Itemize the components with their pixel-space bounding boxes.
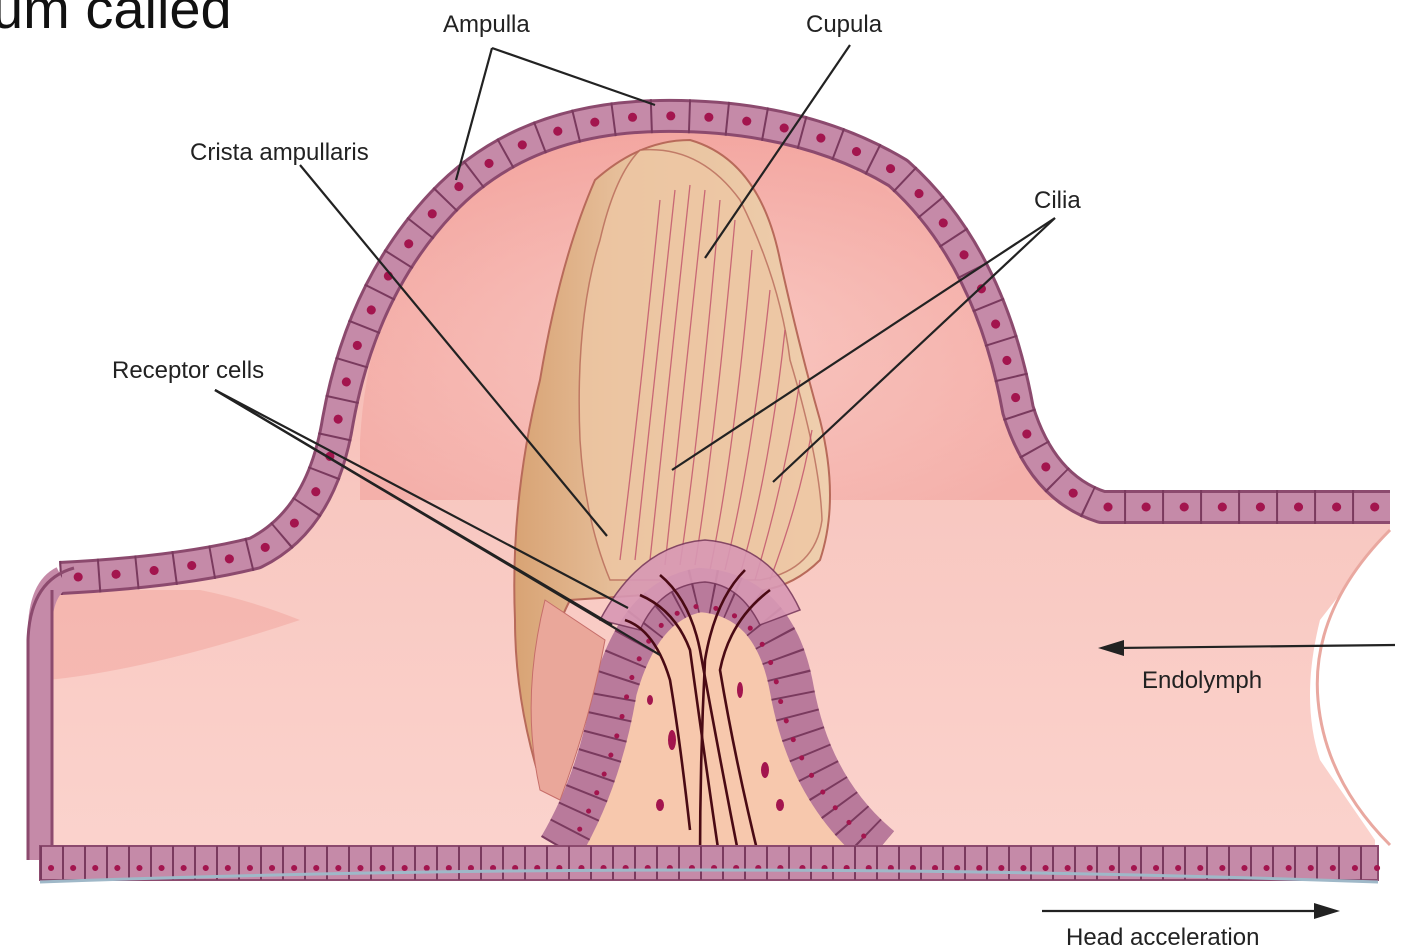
head-acceleration-arrow	[1042, 903, 1340, 919]
label-cilia: Cilia	[1034, 187, 1081, 214]
label-crista-ampullaris: Crista ampullaris	[190, 139, 369, 166]
label-endolymph: Endolymph	[1142, 667, 1262, 694]
label-ampulla: Ampulla	[443, 11, 530, 38]
label-head-acceleration: Head acceleration	[1066, 924, 1259, 947]
partial-heading: um called	[0, 0, 232, 40]
label-cupula: Cupula	[806, 11, 883, 38]
label-receptor-cells: Receptor cells	[112, 357, 264, 384]
